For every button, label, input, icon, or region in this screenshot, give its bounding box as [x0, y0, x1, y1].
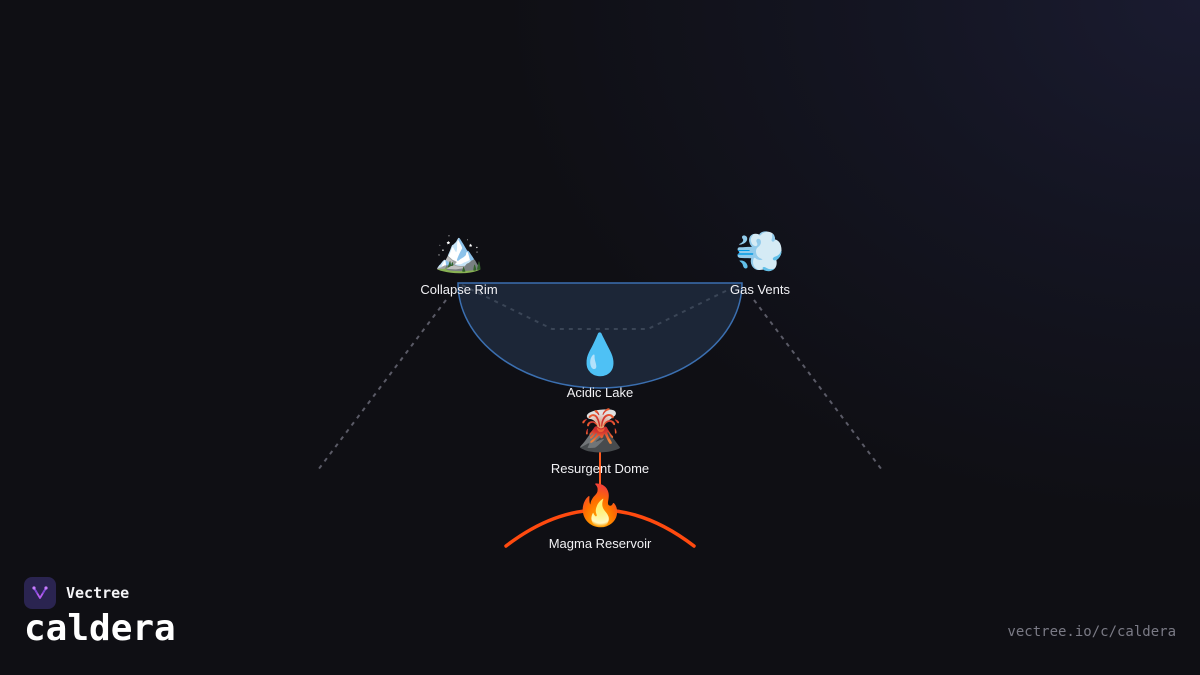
- magma-reservoir-arc: [504, 508, 696, 548]
- source-url-link[interactable]: vectree.io/c/caldera: [1007, 624, 1176, 640]
- vectree-logo-icon: [24, 577, 56, 609]
- page-title: caldera: [24, 608, 176, 649]
- node-collapse-rim: 🏔️ Collapse Rim: [379, 228, 539, 297]
- node-label: Acidic Lake: [566, 385, 634, 400]
- node-magma-reservoir: 🔥 Magma Reservoir: [520, 482, 680, 551]
- node-acidic-lake: 💧 Acidic Lake: [520, 331, 680, 400]
- node-label: Resurgent Dome: [550, 461, 650, 476]
- fire-icon: 🔥: [575, 483, 625, 528]
- collapse-floor-line: [461, 284, 739, 330]
- left-slope-line: [317, 299, 447, 471]
- node-label: Collapse Rim: [420, 282, 498, 297]
- mountain-icon: 🏔️: [434, 229, 484, 274]
- brand[interactable]: Vectree: [24, 577, 129, 609]
- dashing-away-icon: 💨: [735, 229, 785, 274]
- brand-name: Vectree: [66, 584, 130, 602]
- node-label: Magma Reservoir: [548, 536, 652, 551]
- node-resurgent-dome: 🌋 Resurgent Dome: [520, 407, 680, 476]
- caldera-basin: [457, 282, 743, 389]
- node-label: Gas Vents: [730, 282, 790, 297]
- right-slope-line: [753, 299, 883, 471]
- volcano-icon: 🌋: [575, 408, 625, 453]
- node-gas-vents: 💨 Gas Vents: [680, 228, 840, 297]
- droplet-icon: 💧: [575, 332, 625, 377]
